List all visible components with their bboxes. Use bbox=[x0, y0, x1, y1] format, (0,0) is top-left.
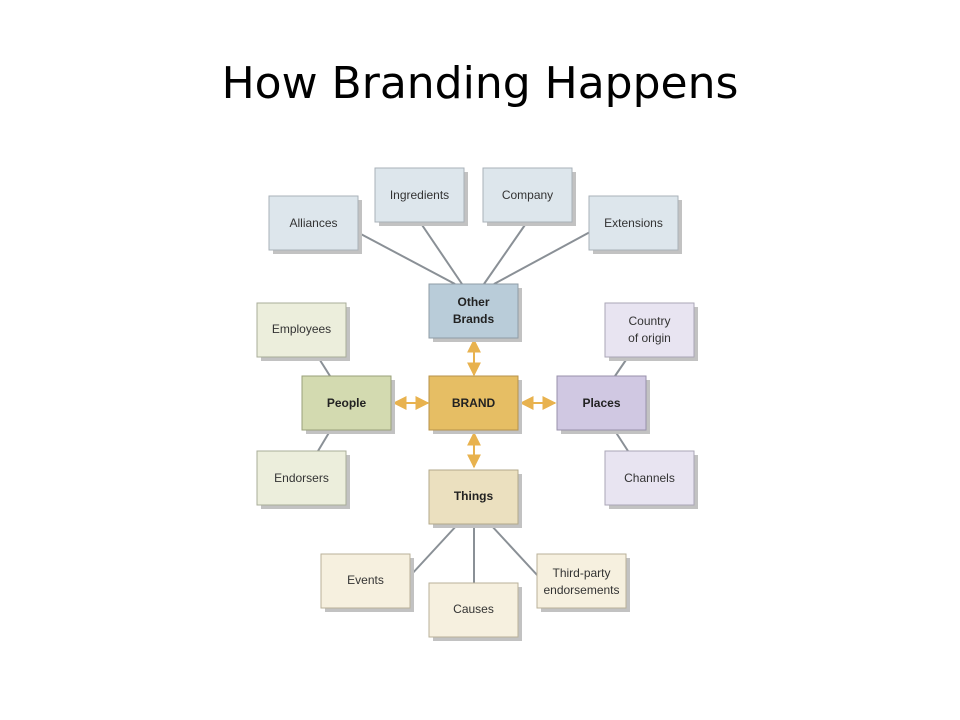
line-extensions bbox=[493, 231, 591, 285]
node-label: Company bbox=[502, 188, 553, 202]
node-events: Events bbox=[320, 553, 414, 612]
line-third-party bbox=[489, 523, 539, 577]
node-things: Things bbox=[428, 469, 522, 528]
node-employees: Employees bbox=[256, 302, 350, 361]
node-label: Things bbox=[454, 489, 494, 503]
node-label: Alliances bbox=[289, 216, 337, 230]
node-ingredients: Ingredients bbox=[374, 167, 468, 226]
node-alliances: Alliances bbox=[268, 195, 362, 254]
line-channels bbox=[614, 430, 629, 452]
node-label: People bbox=[327, 396, 367, 410]
node-endorsers: Endorsers bbox=[256, 450, 350, 509]
node-country-of-origin: Country of origin bbox=[604, 302, 698, 361]
node-people: People bbox=[301, 375, 395, 434]
node-causes: Causes bbox=[428, 582, 522, 641]
node-label-line-2: of origin bbox=[628, 331, 671, 345]
node-brand: BRAND bbox=[428, 375, 522, 434]
node-company: Company bbox=[482, 167, 576, 226]
node-label: Places bbox=[582, 396, 620, 410]
line-endorsers bbox=[317, 430, 331, 452]
page-title: How Branding Happens bbox=[221, 58, 739, 109]
node-label: Ingredients bbox=[390, 188, 449, 202]
node-label: Employees bbox=[272, 322, 331, 336]
node-label-line-2: endorsements bbox=[543, 583, 619, 597]
node-label-line-1: Other bbox=[457, 295, 489, 309]
node-label: Causes bbox=[453, 602, 494, 616]
node-label: Channels bbox=[624, 471, 675, 485]
node-channels: Channels bbox=[604, 450, 698, 509]
connector-lines bbox=[317, 221, 629, 583]
node-label-line-2: Brands bbox=[453, 312, 495, 326]
line-events bbox=[409, 523, 459, 577]
node-label-line-1: Country bbox=[628, 314, 670, 328]
node-label: Endorsers bbox=[274, 471, 329, 485]
node-label-line-1: Third-party bbox=[552, 566, 610, 580]
line-company bbox=[483, 221, 528, 285]
node-label: Extensions bbox=[604, 216, 663, 230]
line-ingredients bbox=[419, 221, 463, 285]
node-label: BRAND bbox=[452, 396, 496, 410]
node-places: Places bbox=[556, 375, 650, 434]
node-extensions: Extensions bbox=[588, 195, 682, 254]
node-third-party-endorsements: Third-party endorsements bbox=[536, 553, 630, 612]
node-label: Events bbox=[347, 573, 384, 587]
line-alliances bbox=[356, 231, 456, 285]
node-other-brands: Other Brands bbox=[428, 283, 522, 342]
arrows bbox=[392, 338, 557, 469]
